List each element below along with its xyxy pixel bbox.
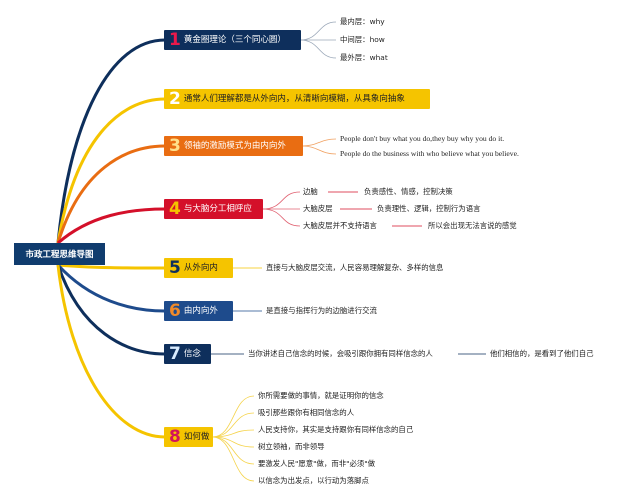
branch-label-4: 与大脑分工相呼应	[183, 204, 252, 214]
branch-label-1: 黄金圈理论（三个同心圆）	[183, 35, 286, 45]
branch-4-term-3: 大脑皮层并不支持语言	[303, 221, 377, 230]
branch-number-2: 2	[169, 89, 181, 109]
branch-node-5[interactable]: 5 从外向内	[164, 258, 233, 278]
child-line-3-2	[301, 145, 337, 155]
branch-1-child-2: 中间层：how	[340, 35, 385, 44]
branch-4-desc-3: 所以会出现无法言说的感觉	[428, 221, 517, 230]
branch-number-1: 1	[169, 30, 181, 50]
trunk-line-5	[57, 263, 166, 270]
branch-7-desc-1: 他们相信的，是看到了他们自己	[490, 349, 594, 358]
child-line-8-1	[211, 395, 255, 438]
branch-node-2[interactable]: 2 通常人们理解都是从外向内，从清晰向模糊，从具象向抽象	[164, 89, 430, 109]
branch-8-child-5: 要激发人民"愿意"做，而非"必须"做	[258, 459, 376, 468]
trunk-line-7	[56, 264, 166, 356]
branch-node-8[interactable]: 8 如何做	[164, 427, 213, 447]
trunk-line-3	[56, 144, 166, 244]
branch-number-4: 4	[169, 199, 181, 219]
branch-number-5: 5	[169, 258, 181, 278]
branch-8-child-6: 以信念为出发点，以行动为落脚点	[258, 476, 369, 485]
child-line-4-3	[261, 208, 301, 227]
branch-label-3: 领袖的激励模式为由内向外	[183, 141, 286, 151]
child-line-1-3	[299, 39, 337, 59]
branch-label-7: 信念	[183, 349, 201, 359]
root-label: 市政工程思维导图	[25, 250, 94, 260]
child-line-3-1	[301, 138, 337, 147]
branch-number-7: 7	[169, 344, 181, 364]
branch-3-child-1: People don't buy what you do,they buy wh…	[340, 134, 505, 143]
trunk-line-2	[56, 97, 166, 244]
branch-node-4[interactable]: 4 与大脑分工相呼应	[164, 199, 263, 219]
child-line-8-2	[211, 412, 255, 438]
branch-label-6: 由内向外	[183, 306, 218, 316]
root-node[interactable]: 市政工程思维导图	[14, 243, 105, 265]
branch-number-6: 6	[169, 301, 181, 321]
child-line-1-1	[299, 21, 337, 41]
branch-7-term-1: 当你讲述自己信念的时候，会吸引跟你拥有同样信念的人	[248, 349, 433, 358]
branch-1-child-1: 最内层：why	[340, 17, 385, 26]
branch-number-8: 8	[169, 427, 181, 447]
branch-node-1[interactable]: 1 黄金圈理论（三个同心圆）	[164, 30, 301, 50]
branch-4-desc-2: 负责理性、逻辑，控制行为语言	[377, 204, 481, 213]
branch-3-child-2: People do the business with who believe …	[340, 149, 519, 158]
branch-8-child-3: 人民支持你，其实是支持跟你有同样信念的自己	[258, 425, 414, 434]
branch-5-child-1: 直接与大脑皮层交流，人民容易理解复杂、多样的信息	[266, 263, 444, 272]
child-line-8-6	[211, 436, 255, 482]
branch-4-desc-1: 负责感性、情感，控制决策	[364, 187, 453, 196]
trunk-line-1	[56, 38, 166, 244]
branch-label-5: 从外向内	[183, 263, 218, 273]
branch-4-term-2: 大脑皮层	[303, 204, 333, 213]
branch-6-child-1: 是直接与指挥行为的边脑进行交流	[266, 306, 377, 315]
child-line-8-5	[211, 436, 255, 465]
branch-1-child-3: 最外层：what	[340, 53, 388, 62]
branch-label-8: 如何做	[183, 432, 210, 442]
branch-node-7[interactable]: 7 信念	[164, 344, 211, 364]
branch-node-3[interactable]: 3 领袖的激励模式为由内向外	[164, 136, 303, 156]
trunk-line-4	[57, 207, 166, 245]
branch-label-2: 通常人们理解都是从外向内，从清晰向模糊，从具象向抽象	[183, 94, 405, 104]
trunk-line-6	[56, 263, 166, 313]
child-line-4-1	[261, 191, 301, 210]
branch-8-child-1: 你所需要做的事情，就是证明你的信念	[258, 391, 384, 400]
trunk-line-8	[56, 264, 166, 439]
branch-4-term-1: 边脑	[303, 187, 318, 196]
branch-number-3: 3	[169, 136, 181, 156]
branch-8-child-4: 树立领袖，而非领导	[258, 442, 325, 451]
branch-8-child-2: 吸引那些跟你有相同信念的人	[258, 408, 355, 417]
branch-node-6[interactable]: 6 由内向外	[164, 301, 233, 321]
